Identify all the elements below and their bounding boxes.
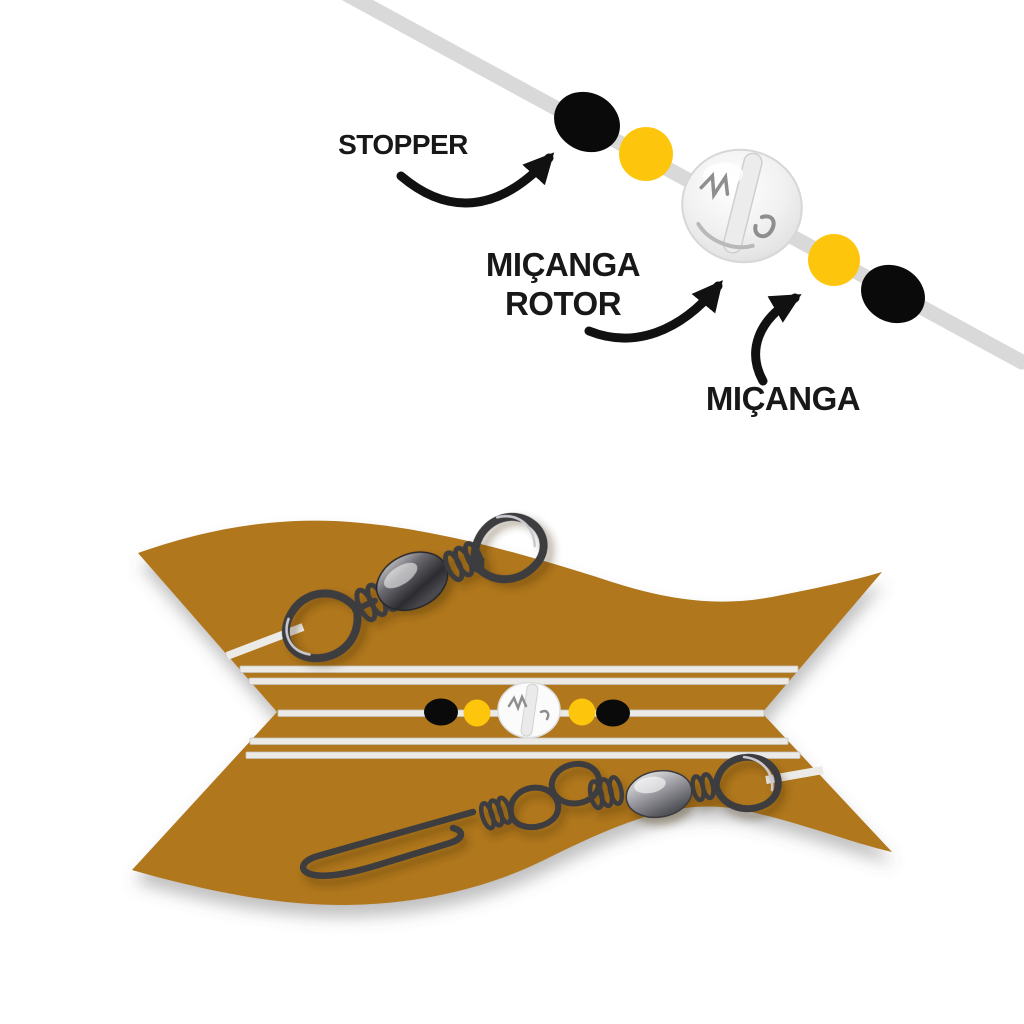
stripe-4 xyxy=(245,751,801,759)
micanga-bead-right xyxy=(808,234,860,286)
glass-shade-arc xyxy=(696,221,755,250)
snap-swivel-right-loop xyxy=(712,753,782,813)
micanga-rotor-label-line1: MIÇANGA xyxy=(485,246,641,283)
card-micanga-bead-left xyxy=(463,699,491,727)
snap-swivel-barrel-highlight xyxy=(634,776,666,794)
line-winder-card xyxy=(132,512,892,905)
arrow-micanga-rotor xyxy=(584,280,723,343)
snap-clasp xyxy=(300,808,477,879)
bead-hole-channel xyxy=(722,152,763,254)
stripe-3 xyxy=(249,737,789,745)
card-micanga-bead-right xyxy=(568,698,596,726)
stopper-label: STOPPER xyxy=(338,129,468,160)
card-micanga-rotor-bead xyxy=(497,681,561,739)
micanga-label: MIÇANGA xyxy=(705,380,861,417)
card-glass-facet-detail xyxy=(507,693,528,712)
arrow-micanga xyxy=(751,293,802,386)
swivel-right-loop-sheen xyxy=(495,515,537,548)
glass-facet-detail xyxy=(699,171,730,201)
micanga-rotor-label-line2: ROTOR xyxy=(504,285,622,322)
snap-link-loop-b xyxy=(548,760,603,807)
swivel-right-loop xyxy=(470,512,548,584)
card-stopper-bead-right xyxy=(596,699,630,727)
card-glass-facet-detail-2 xyxy=(539,709,550,721)
snap-swivel-coil-right xyxy=(690,772,716,803)
card-stopper-bead-left xyxy=(424,698,458,726)
stopper-bead-left xyxy=(554,91,620,153)
card-beads xyxy=(424,681,630,739)
card-bead-hole-channel xyxy=(520,683,539,737)
arrow-stopper xyxy=(396,152,555,208)
stripe-1 xyxy=(239,665,799,673)
stripe-diagonal-top xyxy=(225,623,305,660)
snap-link-loop-a xyxy=(507,784,562,831)
micanga-rotor-bead xyxy=(681,148,803,264)
swivel-barrel-highlight xyxy=(384,562,418,589)
barrel-swivel xyxy=(281,512,548,663)
top-rig-diagram xyxy=(341,0,1024,386)
glass-facet-detail-2 xyxy=(753,214,776,239)
swivel-left-loop-sheen xyxy=(285,617,311,656)
micanga-bead-left xyxy=(619,127,673,181)
swivel-left-loop xyxy=(281,589,362,663)
stopper-bead-right xyxy=(861,264,925,324)
micanga-rotor-label: MIÇANGA ROTOR xyxy=(485,245,641,323)
snap-swivel xyxy=(300,753,782,879)
snap-swivel-right-loop-sheen xyxy=(742,755,774,792)
snap-swivel-coil-left xyxy=(587,775,625,811)
